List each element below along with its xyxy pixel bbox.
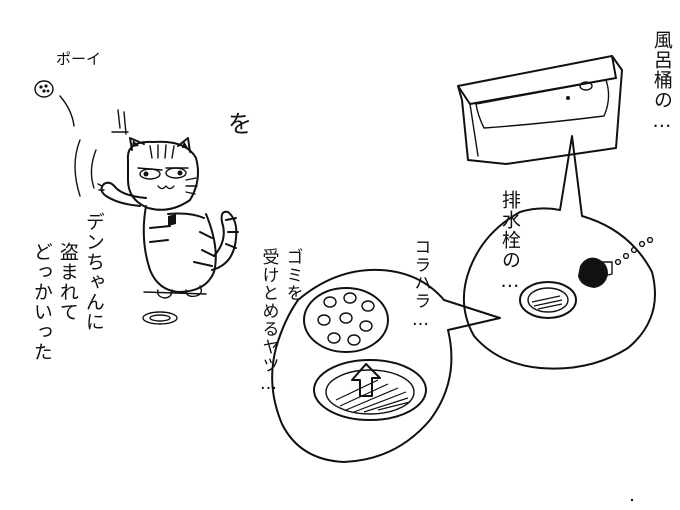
floor-drain-ring-drawing	[142, 311, 178, 325]
bathtub-caption: 風呂桶の…	[650, 30, 673, 133]
strainer-holes	[317, 292, 375, 346]
korakora-caption: コラハラ…	[410, 238, 431, 331]
strainer-bubble	[271, 268, 501, 463]
den-caption-line1: デンちゃんに	[82, 212, 105, 332]
tossed-strainer-drawing	[34, 80, 54, 98]
ink-speck	[630, 498, 634, 502]
particle-wo-text: を	[228, 110, 252, 138]
strainer-caption-line1: ゴミを	[282, 248, 303, 302]
motion-lines	[59, 95, 129, 197]
strainer-caption-line2: 受けとめるヤツ…	[258, 248, 279, 395]
cat-drawing	[97, 137, 239, 299]
den-caption-line3: どっかいった	[30, 242, 53, 362]
poi-sound-effect: ポーイ	[56, 50, 102, 68]
drain-plug-caption: 排水栓の…	[498, 190, 521, 293]
bathtub-drawing	[457, 55, 623, 165]
den-caption-line2: 盗まれて	[56, 242, 79, 322]
drain-plug-bubble	[462, 135, 656, 370]
